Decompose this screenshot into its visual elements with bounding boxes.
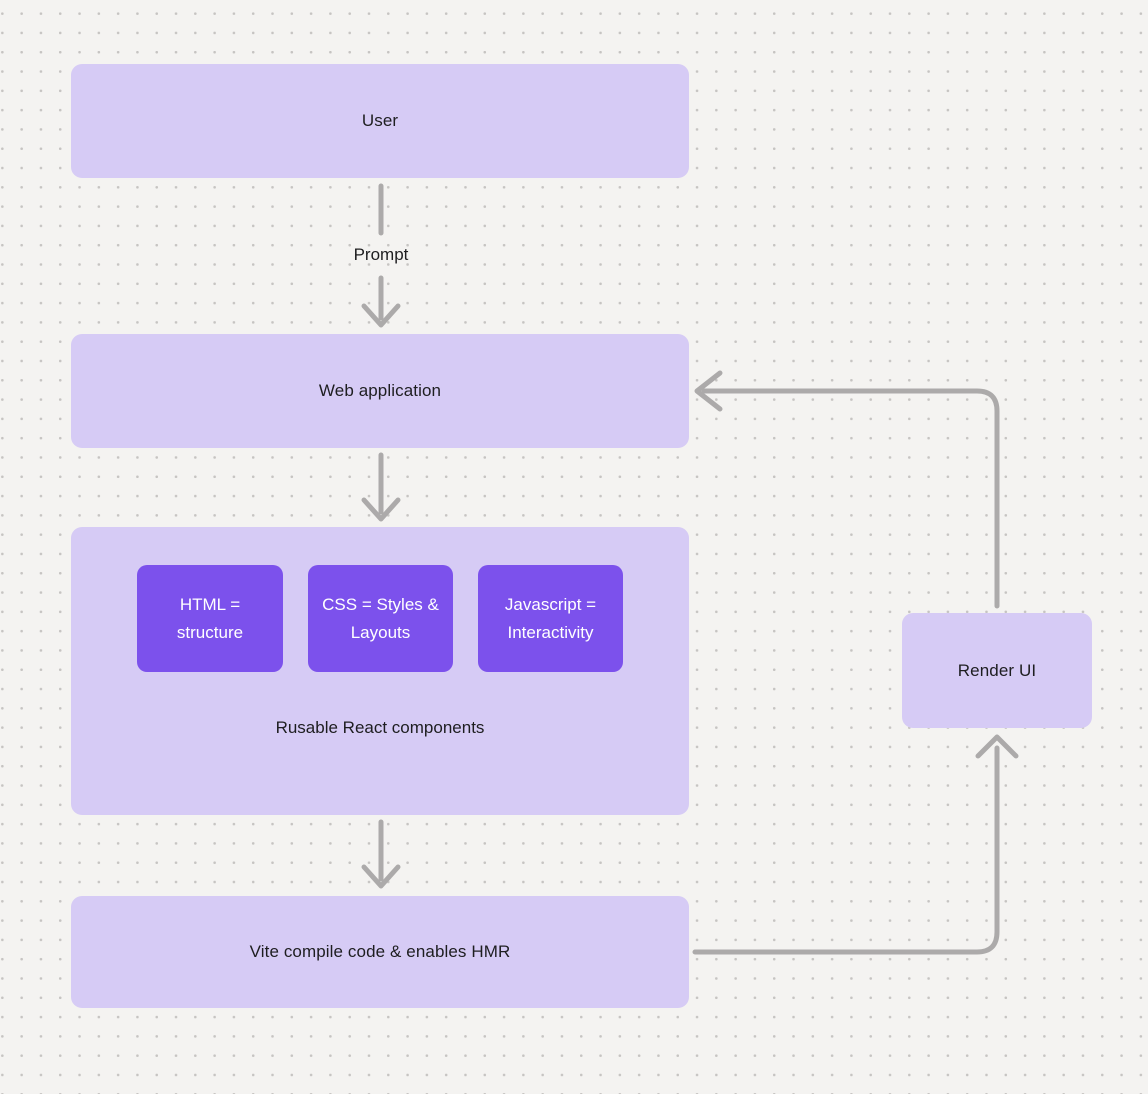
node-javascript[interactable]: Javascript = Interactivity [478, 565, 623, 672]
node-user-label: User [361, 111, 399, 130]
connector-components-to-vite[interactable] [361, 819, 401, 889]
node-html[interactable]: HTML = structure [137, 565, 283, 672]
arrowhead-up-icon [975, 734, 1019, 759]
node-vite[interactable]: Vite compile code & enables HMR [71, 896, 689, 1008]
node-css[interactable]: CSS = Styles & Layouts [308, 565, 453, 672]
node-render-ui[interactable]: Render UI [902, 613, 1092, 728]
connector-user-to-webapp[interactable] [361, 183, 401, 328]
node-html-label: HTML = structure [176, 594, 244, 642]
edge-label-prompt: Prompt [353, 245, 409, 264]
connector-vite-to-renderui[interactable] [692, 734, 1019, 955]
node-user[interactable]: User [71, 64, 689, 178]
connector-segment [701, 388, 1000, 609]
arrowhead-down-icon [361, 497, 401, 522]
node-components-group[interactable]: HTML = structure CSS = Styles & Layouts … [71, 527, 689, 815]
connector-renderui-to-webapp[interactable] [694, 370, 1000, 609]
arrowhead-down-icon [361, 303, 401, 328]
connector-segment [692, 745, 1000, 955]
node-javascript-label: Javascript = Interactivity [504, 594, 597, 642]
node-render-ui-label: Render UI [957, 660, 1037, 680]
node-vite-label: Vite compile code & enables HMR [249, 942, 511, 961]
node-components-group-caption: Rusable React components [275, 718, 485, 737]
node-web-application[interactable]: Web application [71, 334, 689, 448]
arrowhead-left-icon [694, 370, 723, 412]
node-css-label: CSS = Styles & Layouts [322, 594, 439, 642]
connector-webapp-to-components[interactable] [361, 452, 401, 522]
node-web-application-label: Web application [318, 381, 442, 400]
arrowhead-down-icon [361, 864, 401, 889]
